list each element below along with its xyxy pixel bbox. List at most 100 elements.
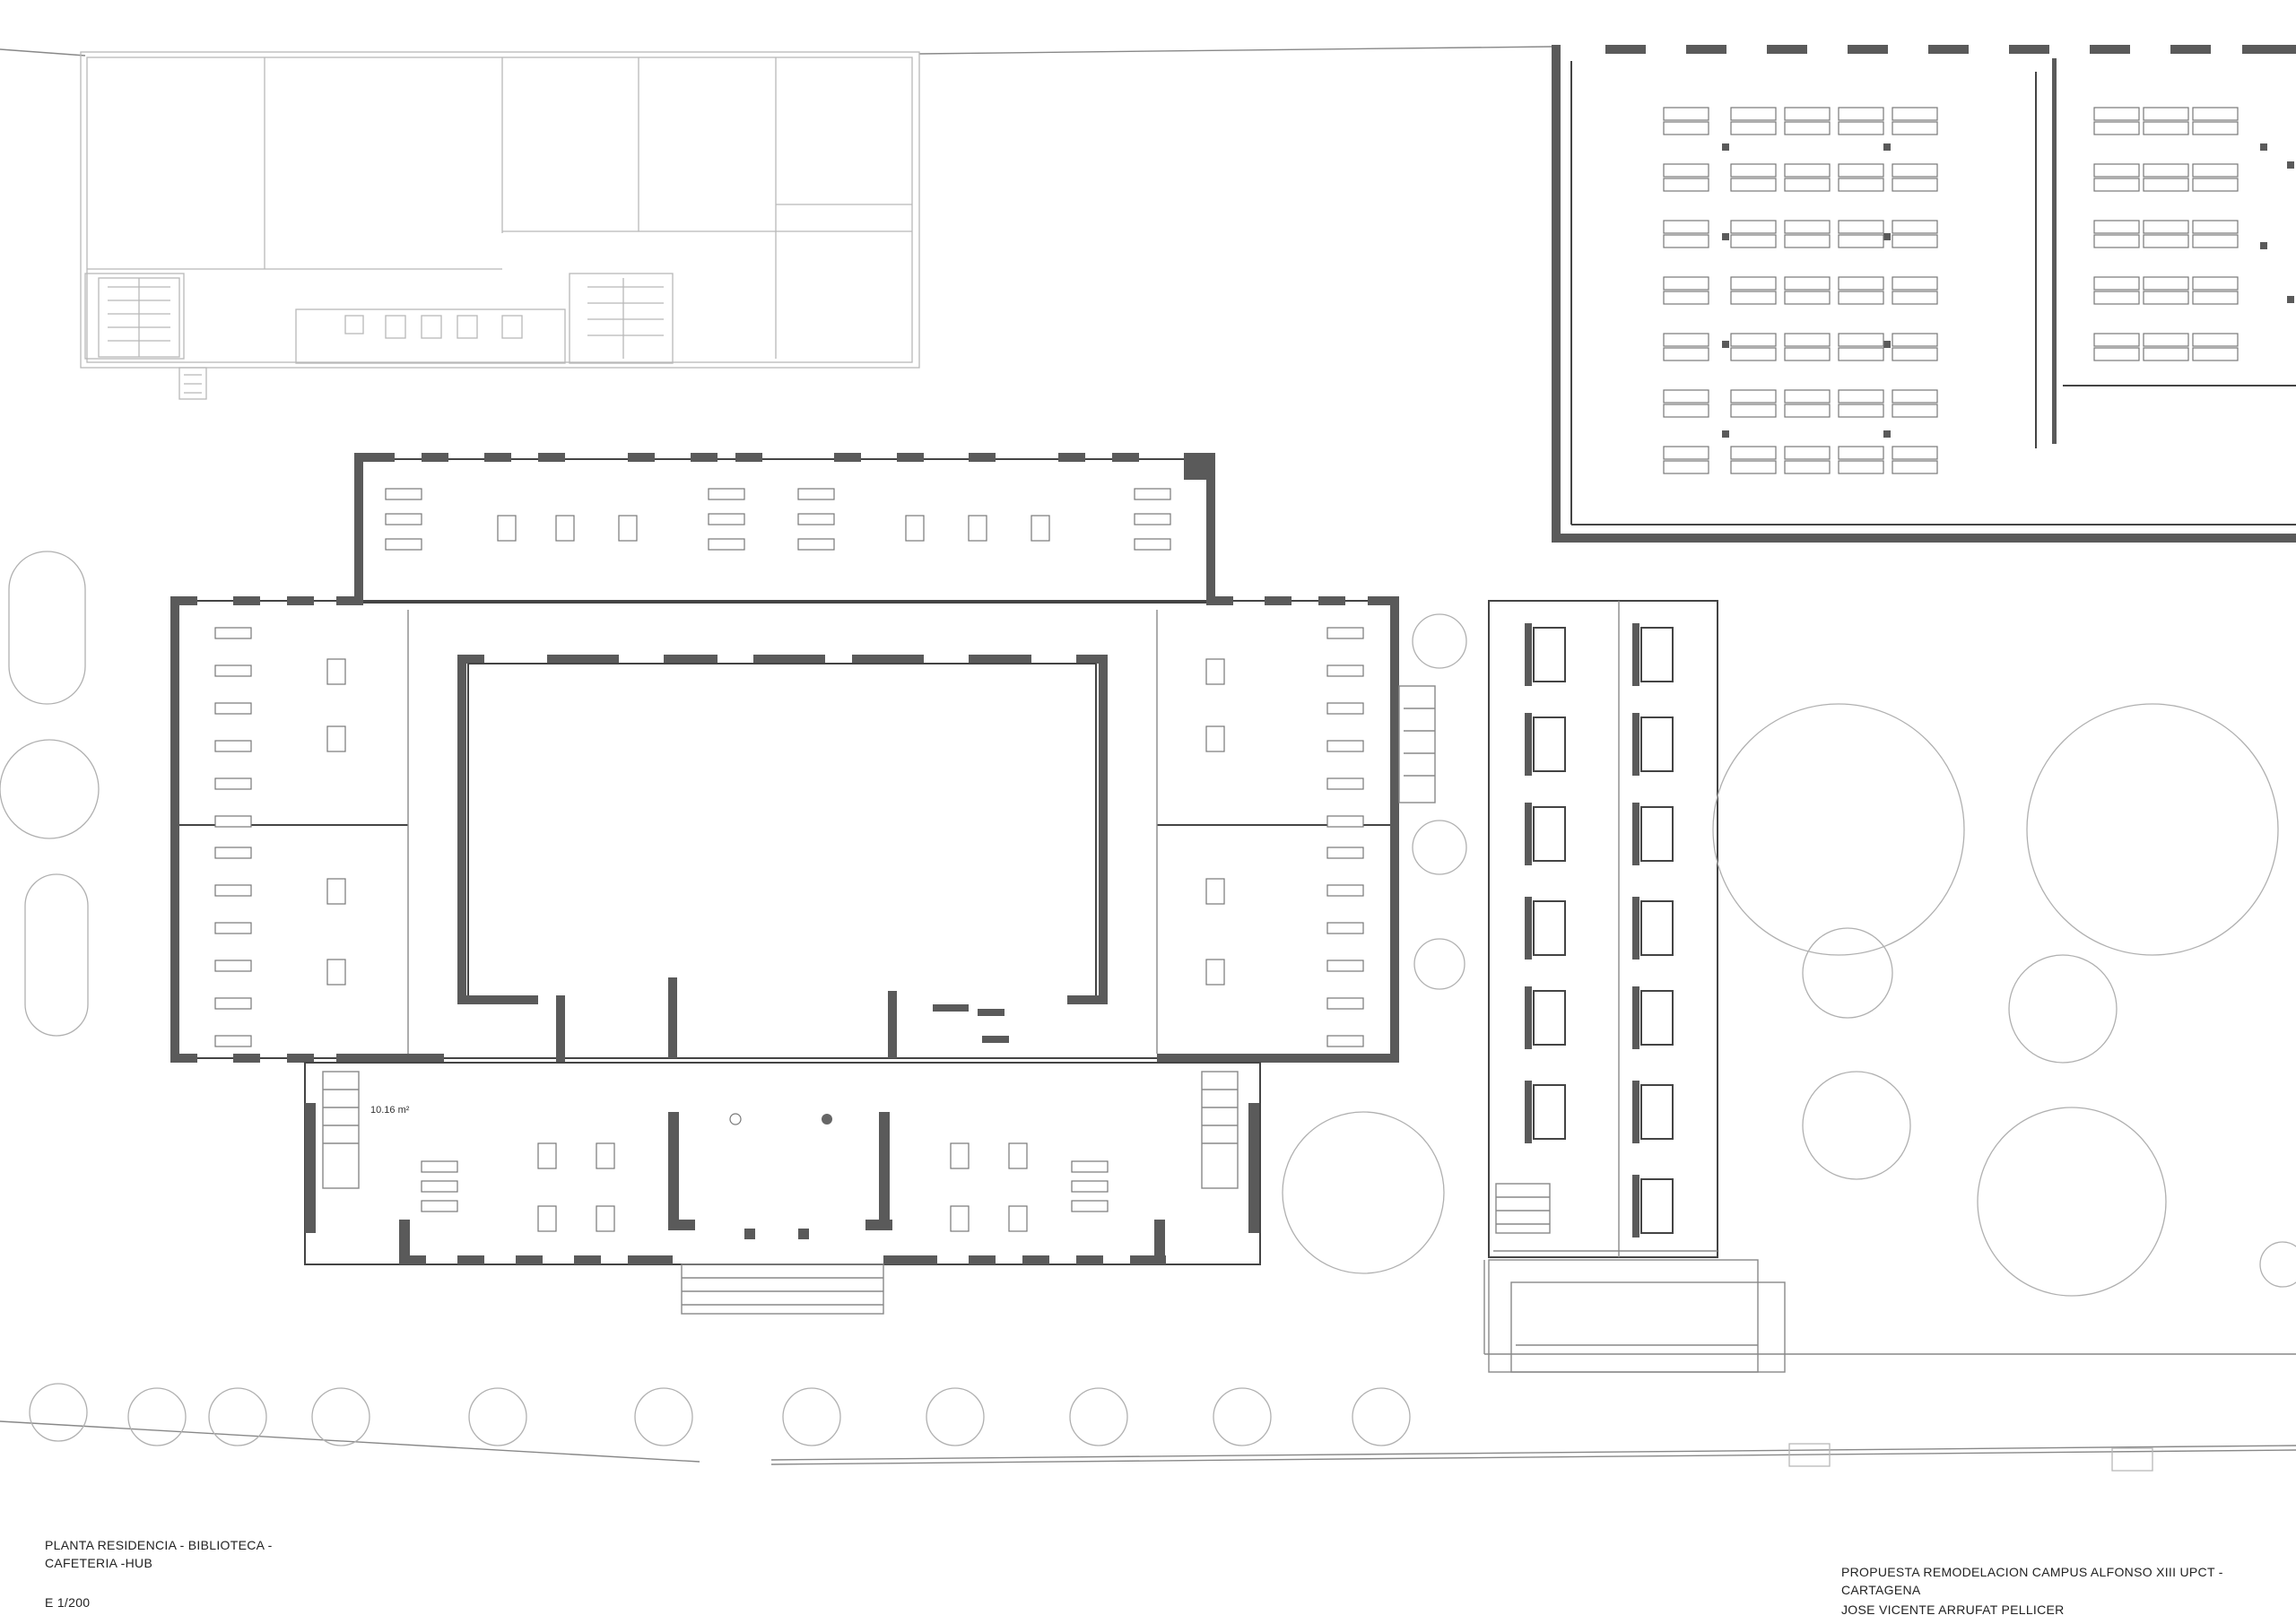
study-bench [708, 488, 745, 500]
study-bench [1326, 847, 1364, 859]
library-desk [2093, 178, 2140, 192]
site-boundary [0, 46, 2296, 1465]
study-bench [1326, 1035, 1364, 1047]
study-bench [708, 513, 745, 525]
library-desk [1784, 333, 1831, 347]
library-desk [2093, 347, 2140, 361]
study-bench [214, 627, 252, 639]
study-bench [1071, 1180, 1109, 1193]
study-table [968, 515, 987, 542]
library-desk [1663, 121, 1709, 135]
study-bench [1071, 1160, 1109, 1173]
study-bench [214, 847, 252, 859]
library-desk [2093, 333, 2140, 347]
study-bench [214, 702, 252, 715]
area-annotation: 10.16 m² [370, 1105, 410, 1116]
library-desk [1838, 178, 1884, 192]
library-desk [2192, 234, 2239, 248]
project-title: PROPUESTA REMODELACION CAMPUS ALFONSO XI… [1841, 1565, 2223, 1597]
library-desk [1784, 163, 1831, 178]
study-bench [214, 922, 252, 934]
library-desk [1892, 276, 1938, 291]
study-bench [1326, 627, 1364, 639]
library-desk [1784, 276, 1831, 291]
library-desk [1663, 347, 1709, 361]
library-desk [1730, 107, 1777, 121]
library-desk [1892, 389, 1938, 404]
study-bench [421, 1180, 458, 1193]
author-name: JOSE VICENTE ARRUFAT PELLICER [1841, 1602, 2065, 1617]
study-table [1205, 878, 1225, 905]
study-bench [1134, 513, 1171, 525]
library-desk [1784, 234, 1831, 248]
library-desk [1663, 333, 1709, 347]
library-desk [2143, 276, 2189, 291]
library-desk [2143, 333, 2189, 347]
study-bench [797, 488, 835, 500]
study-bench [1326, 664, 1364, 677]
study-bench [797, 538, 835, 551]
library-desk [1892, 347, 1938, 361]
study-table [618, 515, 638, 542]
stair-east [587, 278, 664, 359]
library-desk [2192, 276, 2239, 291]
library-desk [1730, 178, 1777, 192]
library-desk [2143, 291, 2189, 305]
lower-wing-bottom-walls [399, 1255, 1166, 1264]
library-desk [2192, 107, 2239, 121]
study-bench [214, 960, 252, 972]
study-bench [797, 513, 835, 525]
residence-units-west [1525, 623, 1566, 1143]
study-bench [385, 488, 422, 500]
study-bench [1134, 488, 1171, 500]
study-bench [1326, 922, 1364, 934]
library-desk [1663, 234, 1709, 248]
library-desk [1663, 107, 1709, 121]
study-bench [214, 884, 252, 897]
study-bench [708, 538, 745, 551]
drawing-scale: E 1/200 [45, 1595, 91, 1610]
library-desk [2093, 107, 2140, 121]
library-desk [1892, 333, 1938, 347]
library-desk [2093, 291, 2140, 305]
study-table [326, 878, 346, 905]
library-desk [2143, 220, 2189, 234]
library-desk [1892, 291, 1938, 305]
library-top-wall-segments [1605, 45, 2296, 54]
library-desk [1784, 107, 1831, 121]
library-desk [2192, 121, 2239, 135]
study-bench [421, 1160, 458, 1173]
library-desk [2093, 276, 2140, 291]
library-desk [1663, 276, 1709, 291]
library-desk [2143, 163, 2189, 178]
library-desk [1838, 347, 1884, 361]
library-desk [1784, 291, 1831, 305]
study-bench [385, 538, 422, 551]
library-desk [1892, 163, 1938, 178]
library-desk [1784, 404, 1831, 418]
study-bench [214, 664, 252, 677]
study-table [537, 1142, 557, 1169]
library-desk [1730, 446, 1777, 460]
library-desk [1892, 107, 1938, 121]
library-desk [1892, 234, 1938, 248]
library-desk [1838, 276, 1884, 291]
trees [0, 551, 2296, 1472]
study-bench [1326, 815, 1364, 828]
library-desk [1730, 163, 1777, 178]
study-table [1205, 959, 1225, 986]
library-desk [1892, 404, 1938, 418]
residence-units-east [1632, 623, 1674, 1238]
study-table [1031, 515, 1050, 542]
library-desk [1730, 347, 1777, 361]
library-desk [2093, 163, 2140, 178]
study-bench [214, 1035, 252, 1047]
study-table [905, 515, 925, 542]
residence-block [1488, 600, 1786, 1373]
library-desk [1784, 389, 1831, 404]
library-desk [1838, 389, 1884, 404]
mid-bottom-walls [170, 1054, 1399, 1063]
library-desk [1730, 291, 1777, 305]
library-desk [1838, 234, 1884, 248]
